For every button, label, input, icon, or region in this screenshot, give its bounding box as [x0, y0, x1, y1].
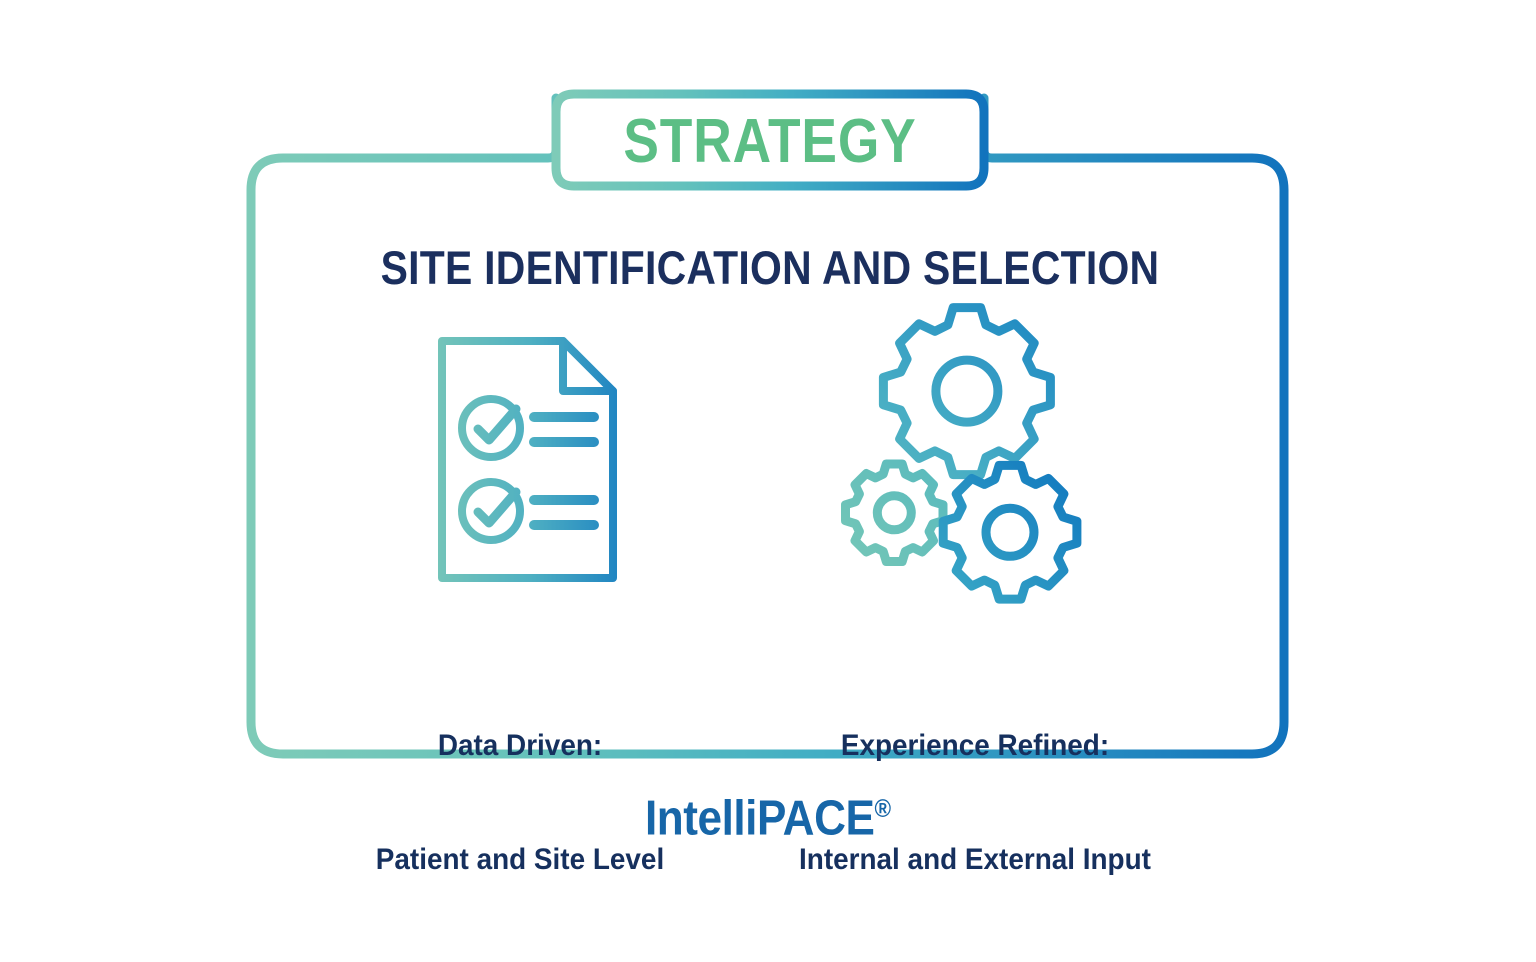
gear-medium [938, 460, 1082, 604]
gear-large [878, 303, 1055, 480]
figure-frame [246, 93, 1289, 759]
caption-right-line-1: Experience Refined: [840, 729, 1110, 763]
gears-icon [841, 303, 1082, 604]
checklist-document-icon [438, 337, 617, 582]
brand-logo: IntelliPACE® [543, 780, 993, 845]
caption-right-line-2: Internal and External Input [799, 843, 1151, 877]
strategy-badge-box [551, 89, 989, 191]
column-caption-left: Data Driven: Patient and Site Level [315, 651, 724, 956]
section-heading: SITE IDENTIFICATION AND SELECTION [380, 241, 1160, 294]
brand-name: IntelliPACE [644, 791, 875, 846]
strategy-badge-label: STRATEGY [623, 107, 917, 176]
registered-trademark-symbol: ® [874, 795, 892, 823]
caption-left-line-1: Data Driven: [437, 729, 603, 763]
caption-left-line-2: Patient and Site Level [375, 843, 665, 877]
gear-small [841, 459, 948, 566]
column-caption-right: Experience Refined: Internal and Externa… [756, 651, 1193, 956]
